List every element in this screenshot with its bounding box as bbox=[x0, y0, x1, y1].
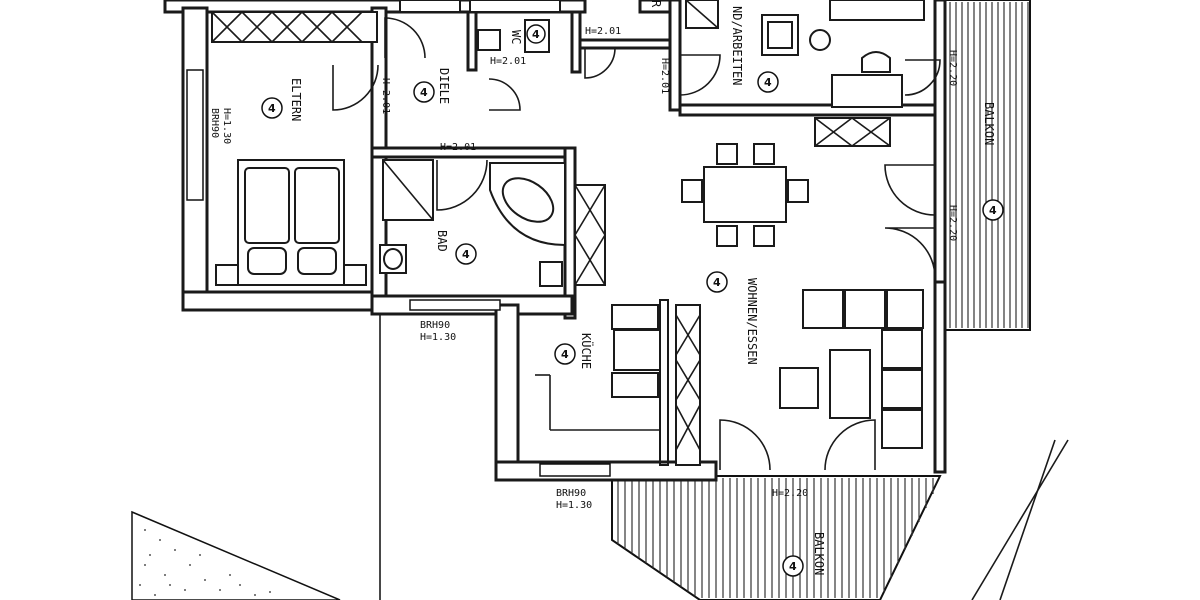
marker-balkon-right: 4 bbox=[982, 199, 1004, 221]
dim-h220-balkon: H=2.20 bbox=[947, 50, 958, 86]
dim-h220-right: H=2.20 bbox=[947, 205, 958, 241]
dim-brh90-kitchen: BRH90 bbox=[556, 488, 586, 499]
dim-brh90-eltern: BRH90 bbox=[209, 108, 220, 138]
room-label-eltern: ELTERN bbox=[289, 78, 303, 121]
shower bbox=[382, 159, 434, 221]
marker-wohnen: 4 bbox=[706, 271, 728, 293]
window-kitchen-side bbox=[675, 304, 701, 466]
room-label-balkon-right: BALKON bbox=[982, 102, 996, 145]
marker-wc: 4 bbox=[526, 24, 546, 44]
marker-kueche: 4 bbox=[554, 343, 576, 365]
room-markers: 4 4 4 4 4 4 4 4 4 bbox=[261, 24, 1004, 577]
marker-eltern: 4 bbox=[261, 97, 283, 119]
bath-toilet bbox=[539, 261, 563, 287]
dim-h201-bad: H=2.01 bbox=[440, 142, 476, 153]
terrain-patch bbox=[131, 510, 341, 600]
room-label-diele: DIELE bbox=[437, 68, 451, 104]
svg-text:4: 4 bbox=[764, 76, 772, 89]
doors bbox=[332, 17, 941, 471]
dim-h201-diele: H=2.01 bbox=[380, 78, 391, 114]
marker-bad: 4 bbox=[455, 243, 477, 265]
window-eltern-top bbox=[211, 11, 378, 43]
room-label-kueche: KÜCHE bbox=[579, 333, 595, 369]
dining-table bbox=[681, 143, 809, 247]
bathtub bbox=[489, 162, 566, 247]
room-label-arbeiten: ND/ARBEITEN bbox=[730, 6, 744, 85]
dimension-labels: H=2.01 H=2.01 H=2.01 H=2.01 H=2.01 BRH90… bbox=[209, 26, 958, 511]
balcony-right bbox=[943, 0, 1031, 331]
marker-diele: 4 bbox=[413, 81, 435, 103]
svg-text:4: 4 bbox=[789, 560, 797, 573]
svg-text:4: 4 bbox=[713, 276, 721, 289]
sofa bbox=[802, 289, 924, 449]
kitchen-unit bbox=[535, 304, 661, 431]
room-label-bad: BAD bbox=[435, 230, 449, 252]
window-wohnen-top bbox=[814, 117, 891, 147]
svg-text:4: 4 bbox=[420, 86, 428, 99]
site-lines bbox=[379, 310, 1069, 600]
windows bbox=[186, 11, 891, 477]
room-label-balkon-bottom: BALKON bbox=[812, 532, 826, 575]
marker-arbeiten: 4 bbox=[757, 71, 779, 93]
marker-balkon-bottom: 4 bbox=[782, 555, 804, 577]
dim-h130-kitchen: H=1.30 bbox=[556, 500, 592, 511]
dim-h130-bath: H=1.30 bbox=[420, 332, 456, 343]
double-bed bbox=[215, 159, 367, 286]
svg-text:4: 4 bbox=[268, 102, 276, 115]
room-label-top-left: R bbox=[649, 0, 663, 8]
svg-text:4: 4 bbox=[532, 28, 540, 41]
dim-h201-side: H=2.01 bbox=[659, 58, 670, 94]
room-label-wohnen: WOHNEN/ESSEN bbox=[745, 278, 759, 365]
dim-brh90-bath: BRH90 bbox=[420, 320, 450, 331]
svg-text:4: 4 bbox=[561, 348, 569, 361]
dim-h201-hall: H=2.01 bbox=[585, 26, 621, 37]
dim-h130-eltern: H=1.30 bbox=[221, 108, 232, 144]
room-labels: ELTERN DIELE WC BAD KÜCHE WOHNEN/ESSEN N… bbox=[289, 0, 996, 575]
armchair bbox=[761, 14, 799, 56]
window-bad bbox=[574, 184, 606, 286]
furniture bbox=[215, 0, 925, 449]
svg-text:4: 4 bbox=[989, 204, 997, 217]
svg-text:4: 4 bbox=[462, 248, 470, 261]
dim-h201-wc: H=2.01 bbox=[490, 56, 526, 67]
bath-sink bbox=[379, 244, 407, 274]
balcony-bottom bbox=[611, 475, 942, 600]
dim-h220-bottom: H=2.20 bbox=[772, 488, 808, 499]
room-label-wc: WC bbox=[509, 30, 523, 44]
